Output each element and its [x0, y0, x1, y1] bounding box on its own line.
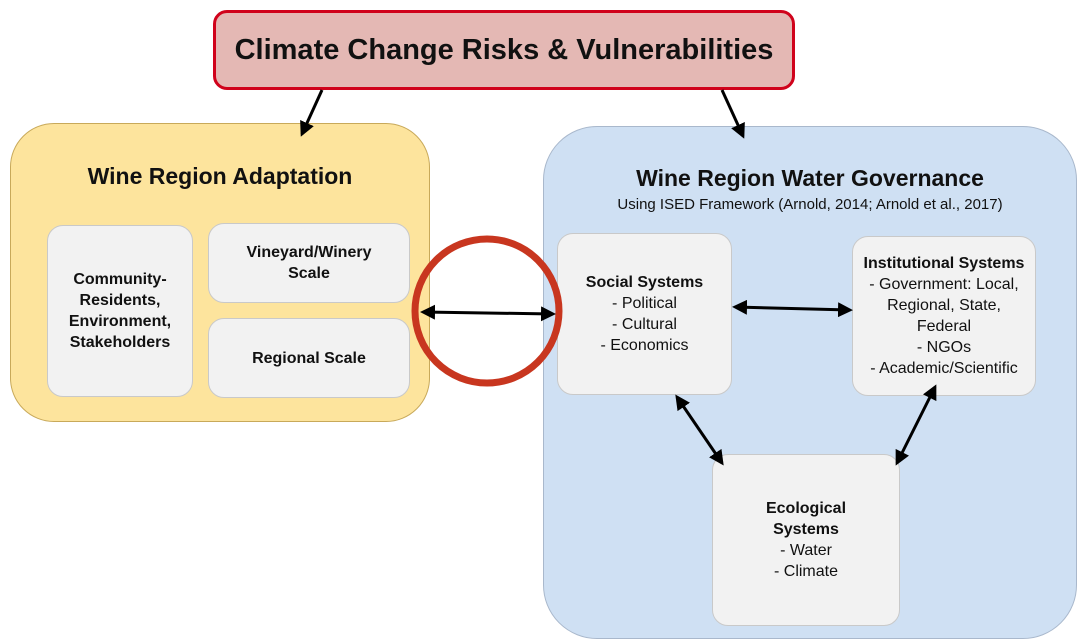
community-line-4: Stakeholders [69, 334, 171, 351]
institutional-item-1: - Government: Local, [869, 276, 1019, 293]
ecological-title-2: Systems [773, 521, 839, 538]
regional-card: Regional Scale [208, 318, 410, 398]
regional-label: Regional Scale [252, 349, 366, 367]
arrow-social-ecological [675, 394, 724, 466]
community-card: Community- Residents, Environment, Stake… [47, 225, 193, 397]
institutional-systems-card: Institutional Systems - Government: Loca… [852, 236, 1036, 396]
ecological-item-1: - Water [780, 542, 832, 559]
community-line-1: Community- [73, 271, 167, 288]
institutional-item-5: - Academic/Scientific [870, 360, 1018, 377]
institutional-item-4: - NGOs [916, 339, 972, 356]
arrow-title-to-governance [720, 89, 745, 139]
title-box: Climate Change Risks & Vulnerabilities [213, 10, 795, 90]
adaptation-heading: Wine Region Adaptation [87, 163, 353, 189]
governance-subtitle: Using ISED Framework (Arnold, 2014; Arno… [617, 196, 1003, 213]
social-item-2: - Cultural [612, 316, 677, 333]
ecological-item-2: - Climate [773, 563, 838, 580]
social-item-1: - Political [612, 295, 677, 312]
vineyard-line-2: Scale [288, 265, 330, 282]
governance-heading: Wine Region Water Governance [636, 165, 984, 191]
institutional-item-2: Regional, State, [887, 297, 1001, 314]
vineyard-card: Vineyard/Winery Scale [208, 223, 410, 303]
diagram-title: Climate Change Risks & Vulnerabilities [234, 33, 774, 66]
institutional-item-3: Federal [916, 318, 972, 335]
arrow-institutional-ecological [895, 384, 937, 466]
institutional-title: Institutional Systems [863, 255, 1025, 272]
arrow-adaptation-governance [420, 304, 556, 322]
community-line-2: Residents, [79, 292, 161, 309]
community-line-3: Environment, [68, 313, 172, 330]
social-title: Social Systems [585, 274, 704, 291]
social-systems-card: Social Systems - Political - Cultural - … [557, 233, 732, 395]
ecological-title-1: Ecological [765, 500, 847, 517]
vineyard-line-1: Vineyard/Winery [246, 244, 372, 261]
arrow-social-institutional [732, 299, 853, 318]
arrow-title-to-adaptation [300, 89, 324, 137]
highlight-circle [411, 235, 563, 387]
social-item-3: - Economics [600, 337, 689, 354]
ecological-systems-card: Ecological Systems - Water - Climate [712, 454, 900, 626]
